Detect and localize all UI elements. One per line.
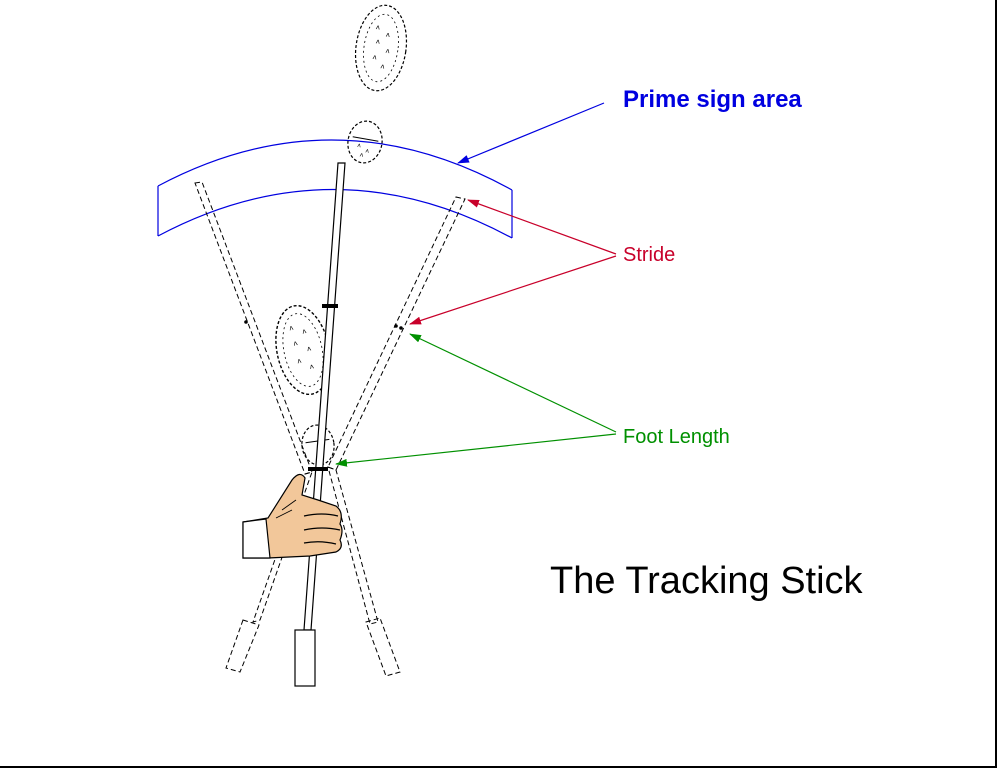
foot-length-marker-band <box>308 467 328 471</box>
svg-text:ʌ: ʌ <box>359 151 364 159</box>
prime-sign-area-label: Prime sign area <box>623 86 802 113</box>
stick-left-position <box>194 181 313 673</box>
hand-icon <box>242 473 343 559</box>
foot-length-label: Foot Length <box>623 426 730 448</box>
svg-text:ʌ: ʌ <box>296 357 302 366</box>
stride-arrow-bottom <box>409 255 617 325</box>
svg-text:ʌ: ʌ <box>385 31 390 40</box>
stride-arrow-top <box>467 199 617 255</box>
foot-length-mark-right <box>399 326 403 330</box>
svg-text:ʌ: ʌ <box>288 324 294 333</box>
foot-length-arrow-bottom <box>335 433 617 467</box>
stride-label: Stride <box>623 244 676 266</box>
svg-text:ʌ: ʌ <box>375 23 380 32</box>
tracking-stick <box>294 162 346 687</box>
svg-text:ʌ: ʌ <box>301 327 307 336</box>
svg-text:ʌ: ʌ <box>357 142 362 150</box>
stride-marker-band <box>322 304 338 308</box>
svg-text:ʌ: ʌ <box>306 344 312 353</box>
svg-text:ʌ: ʌ <box>375 37 380 46</box>
svg-text:ʌ: ʌ <box>372 53 377 62</box>
stick-right-position <box>327 196 466 677</box>
svg-text:ʌ: ʌ <box>365 147 370 155</box>
svg-text:ʌ: ʌ <box>293 339 299 348</box>
frame-border-right <box>995 0 997 768</box>
prime-sign-area-arrow <box>457 102 605 164</box>
boot-print-icon: ʌʌʌ ʌʌʌ <box>354 4 408 92</box>
svg-text:ʌ: ʌ <box>385 47 390 56</box>
prime-sign-area-band <box>157 139 513 239</box>
stride-mark-left <box>244 320 248 324</box>
stride-mark-right <box>394 324 398 328</box>
foot-length-arrow-top <box>409 333 617 433</box>
svg-text:ʌ: ʌ <box>309 362 315 371</box>
svg-text:ʌ: ʌ <box>380 62 385 71</box>
diagram-title: The Tracking Stick <box>550 560 863 602</box>
frame-border-bottom <box>0 766 997 768</box>
boot-print-icon: ʌʌʌ <box>347 120 383 164</box>
